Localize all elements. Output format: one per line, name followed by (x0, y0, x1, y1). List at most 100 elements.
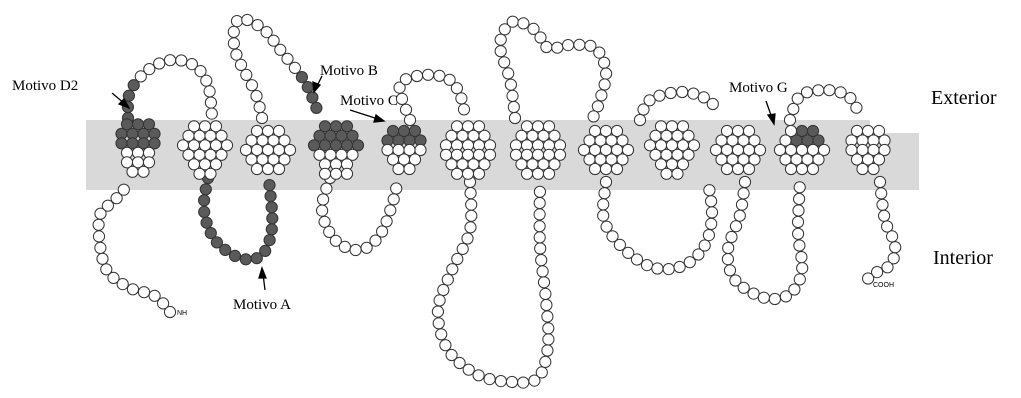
residue (543, 334, 554, 345)
motif-residue (199, 206, 210, 217)
residue (404, 114, 415, 125)
residue (154, 58, 165, 69)
residue (273, 163, 284, 174)
residue (600, 163, 611, 174)
residue (318, 194, 329, 205)
residue (388, 194, 399, 205)
residue (242, 14, 253, 25)
residue (796, 163, 807, 174)
residue (165, 55, 176, 66)
residue (385, 205, 396, 216)
residue (801, 87, 812, 98)
residue (377, 226, 388, 237)
residue (723, 242, 734, 253)
residue (495, 46, 506, 57)
residue (541, 299, 552, 310)
motif-residue (260, 245, 271, 256)
residue (532, 168, 543, 179)
residue (654, 90, 665, 101)
residue (138, 166, 149, 177)
residue (534, 209, 545, 220)
residue (796, 252, 807, 263)
motif-residue (267, 213, 278, 224)
residue (793, 205, 804, 216)
residue (465, 222, 476, 233)
residue (432, 306, 443, 317)
residue (262, 163, 273, 174)
residue (743, 163, 754, 174)
motif-residue (302, 82, 313, 93)
motif-residue (240, 254, 251, 265)
residue (534, 221, 545, 232)
residue (598, 199, 609, 210)
residue (381, 216, 392, 227)
residue (400, 104, 411, 115)
residue (785, 163, 796, 174)
residue (677, 86, 688, 97)
residue (321, 183, 332, 194)
residue (507, 16, 518, 27)
residue (879, 210, 890, 221)
residue (536, 255, 547, 266)
residue (463, 364, 474, 375)
residue (93, 219, 104, 230)
motif-residue (264, 235, 275, 246)
residue (738, 188, 749, 199)
residue (466, 199, 477, 210)
residue (543, 323, 554, 334)
residue (506, 376, 517, 387)
residue (600, 176, 611, 187)
residue (536, 367, 547, 378)
residue (93, 231, 104, 242)
residue (535, 243, 546, 254)
residue (341, 168, 352, 179)
residue (734, 210, 745, 221)
motif-residue (311, 102, 322, 113)
residue (452, 253, 463, 264)
residue (672, 168, 683, 179)
residue (393, 163, 404, 174)
motif-residue (199, 195, 210, 206)
residue (652, 263, 663, 274)
residue (589, 163, 600, 174)
residue (434, 295, 445, 306)
residue (534, 186, 545, 197)
residue (97, 253, 108, 264)
motif-residue (220, 244, 231, 255)
motif-residue (264, 180, 275, 191)
residue (149, 290, 160, 301)
residue (541, 41, 552, 52)
residue (851, 102, 862, 113)
residue (451, 83, 462, 94)
residue (706, 218, 717, 229)
motif-residue (200, 184, 211, 195)
residue (319, 216, 330, 227)
residue (118, 184, 129, 195)
residue (857, 163, 868, 174)
residue (509, 112, 520, 123)
residue (206, 108, 217, 119)
residue (748, 288, 759, 299)
residue (391, 183, 402, 194)
residue (330, 168, 341, 179)
residue (663, 264, 674, 275)
c-terminus-label: COOH (873, 282, 894, 289)
amino-acid-chain (93, 14, 901, 388)
residue (540, 356, 551, 367)
residue (436, 329, 447, 340)
residue (732, 163, 743, 174)
residue (251, 90, 262, 101)
exterior-label: Exterior (931, 87, 997, 109)
residue (797, 263, 808, 274)
residue (769, 293, 780, 304)
residue (788, 103, 799, 114)
residue (537, 266, 548, 277)
residue (473, 168, 484, 179)
residue (466, 210, 477, 221)
residue (205, 168, 216, 179)
residue (231, 49, 242, 60)
motif-d2-label: Motivo D2 (12, 78, 78, 94)
residue (440, 340, 451, 351)
residue (552, 42, 563, 53)
